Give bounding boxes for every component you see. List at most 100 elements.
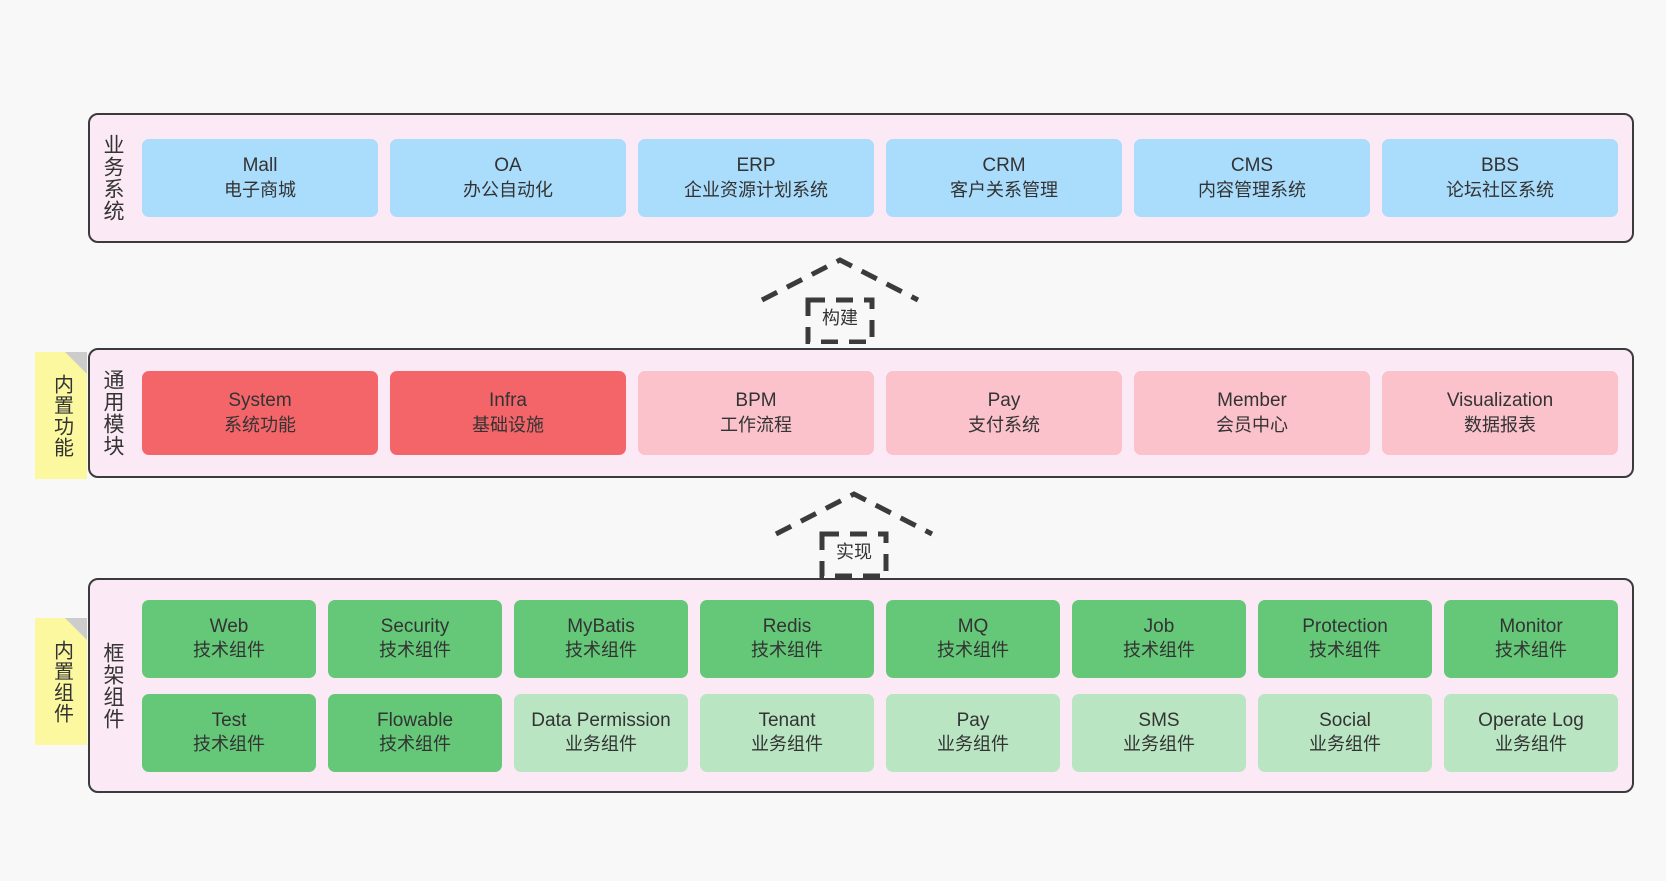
card-cms[interactable]: CMS 内容管理系统: [1134, 139, 1370, 217]
framework-row-business: Test 技术组件 Flowable 技术组件 Data Permission …: [142, 693, 1618, 772]
card-system-sub: 系统功能: [224, 414, 296, 435]
card-operate-log-name: Operate Log: [1478, 709, 1584, 731]
card-social-sub: 业务组件: [1309, 734, 1381, 755]
card-job-name: Job: [1143, 615, 1175, 637]
card-member-name: Member: [1217, 390, 1287, 412]
card-oa[interactable]: OA 办公自动化: [390, 139, 626, 217]
card-monitor[interactable]: Monitor 技术组件: [1444, 599, 1618, 678]
card-test-sub: 技术组件: [193, 734, 265, 755]
card-operate-log[interactable]: Operate Log 业务组件: [1444, 693, 1618, 772]
card-system-name: System: [228, 390, 292, 412]
card-test[interactable]: Test 技术组件: [142, 693, 316, 772]
card-sms[interactable]: SMS 业务组件: [1072, 693, 1246, 772]
card-oa-sub: 办公自动化: [463, 179, 553, 200]
card-job[interactable]: Job 技术组件: [1072, 599, 1246, 678]
card-bbs-sub: 论坛社区系统: [1446, 179, 1554, 200]
card-flowable-sub: 技术组件: [379, 734, 451, 755]
card-bbs-name: BBS: [1480, 155, 1520, 177]
layer-framework-components: 框架组件 Web 技术组件 Security 技术组件 MyBatis 技术组件…: [88, 578, 1634, 793]
card-pay-module[interactable]: Pay 支付系统: [886, 371, 1122, 455]
card-bpm[interactable]: BPM 工作流程: [638, 371, 874, 455]
card-bpm-sub: 工作流程: [720, 414, 792, 435]
card-protection-name: Protection: [1302, 615, 1388, 637]
card-mybatis-sub: 技术组件: [565, 640, 637, 661]
card-crm[interactable]: CRM 客户关系管理: [886, 139, 1122, 217]
card-infra-name: Infra: [488, 390, 528, 412]
arrow-build: 构建: [752, 254, 928, 344]
note-fold-corner-icon: [65, 618, 87, 640]
card-mq-sub: 技术组件: [937, 640, 1009, 661]
card-visualization-sub: 数据报表: [1464, 414, 1536, 435]
card-member-sub: 会员中心: [1216, 414, 1288, 435]
card-infra[interactable]: Infra 基础设施: [390, 371, 626, 455]
card-job-sub: 技术组件: [1123, 640, 1195, 661]
card-sms-name: SMS: [1138, 709, 1180, 731]
card-pay-module-sub: 支付系统: [968, 414, 1040, 435]
arrow-implement-icon: [774, 491, 934, 578]
card-flowable-name: Flowable: [376, 709, 454, 731]
card-redis-name: Redis: [762, 615, 812, 637]
note-builtin-component-label: 内置组件: [50, 639, 73, 724]
card-test-name: Test: [211, 709, 247, 731]
card-redis-sub: 技术组件: [751, 640, 823, 661]
note-fold-corner-icon: [65, 352, 87, 374]
card-crm-sub: 客户关系管理: [950, 179, 1058, 200]
layer-business-systems-title: 业务系统: [100, 134, 124, 222]
layer-business-systems: 业务系统 Mall 电子商城 OA 办公自动化 ERP 企业资源计划系统 CRM…: [88, 113, 1634, 243]
card-redis[interactable]: Redis 技术组件: [700, 599, 874, 678]
layer-common-modules: 通用模块 System 系统功能 Infra 基础设施 BPM 工作流程 Pay…: [88, 348, 1634, 478]
card-crm-name: CRM: [982, 155, 1026, 177]
framework-row-tech: Web 技术组件 Security 技术组件 MyBatis 技术组件 Redi…: [142, 599, 1618, 678]
card-tenant-name: Tenant: [758, 709, 816, 731]
card-security-sub: 技术组件: [379, 640, 451, 661]
card-visualization[interactable]: Visualization 数据报表: [1382, 371, 1618, 455]
arrow-build-icon: [760, 257, 920, 344]
card-mall[interactable]: Mall 电子商城: [142, 139, 378, 217]
card-pay-component[interactable]: Pay 业务组件: [886, 693, 1060, 772]
card-erp[interactable]: ERP 企业资源计划系统: [638, 139, 874, 217]
card-web[interactable]: Web 技术组件: [142, 599, 316, 678]
card-security[interactable]: Security 技术组件: [328, 599, 502, 678]
card-monitor-name: Monitor: [1499, 615, 1563, 637]
note-builtin-component: 内置组件: [35, 618, 87, 745]
card-pay-component-name: Pay: [956, 709, 990, 731]
card-data-permission-sub: 业务组件: [565, 734, 637, 755]
card-operate-log-sub: 业务组件: [1495, 734, 1567, 755]
arrow-implement: 实现: [766, 488, 942, 578]
card-erp-sub: 企业资源计划系统: [684, 179, 828, 200]
card-pay-module-name: Pay: [987, 390, 1021, 412]
card-cms-sub: 内容管理系统: [1198, 179, 1306, 200]
card-erp-name: ERP: [736, 155, 776, 177]
arrow-build-label: 构建: [819, 304, 861, 330]
card-social[interactable]: Social 业务组件: [1258, 693, 1432, 772]
card-mybatis[interactable]: MyBatis 技术组件: [514, 599, 688, 678]
card-visualization-name: Visualization: [1446, 390, 1554, 412]
note-builtin-function-label: 内置功能: [50, 373, 73, 458]
arrow-implement-label: 实现: [833, 538, 875, 564]
card-system[interactable]: System 系统功能: [142, 371, 378, 455]
card-protection-sub: 技术组件: [1309, 640, 1381, 661]
card-member[interactable]: Member 会员中心: [1134, 371, 1370, 455]
card-sms-sub: 业务组件: [1123, 734, 1195, 755]
card-infra-sub: 基础设施: [472, 414, 544, 435]
card-pay-component-sub: 业务组件: [937, 734, 1009, 755]
card-oa-name: OA: [494, 155, 522, 177]
card-tenant-sub: 业务组件: [751, 734, 823, 755]
card-flowable[interactable]: Flowable 技术组件: [328, 693, 502, 772]
card-bpm-name: BPM: [735, 390, 777, 412]
card-data-permission-name: Data Permission: [531, 709, 671, 731]
card-mq-name: MQ: [957, 615, 989, 637]
card-monitor-sub: 技术组件: [1495, 640, 1567, 661]
layer-framework-components-title: 框架组件: [100, 641, 124, 730]
card-web-name: Web: [209, 615, 249, 637]
card-tenant[interactable]: Tenant 业务组件: [700, 693, 874, 772]
card-mq[interactable]: MQ 技术组件: [886, 599, 1060, 678]
card-mybatis-name: MyBatis: [567, 615, 635, 637]
card-social-name: Social: [1319, 709, 1371, 731]
card-protection[interactable]: Protection 技术组件: [1258, 599, 1432, 678]
card-security-name: Security: [380, 615, 450, 637]
card-data-permission[interactable]: Data Permission 业务组件: [514, 693, 688, 772]
card-web-sub: 技术组件: [193, 640, 265, 661]
card-bbs[interactable]: BBS 论坛社区系统: [1382, 139, 1618, 217]
